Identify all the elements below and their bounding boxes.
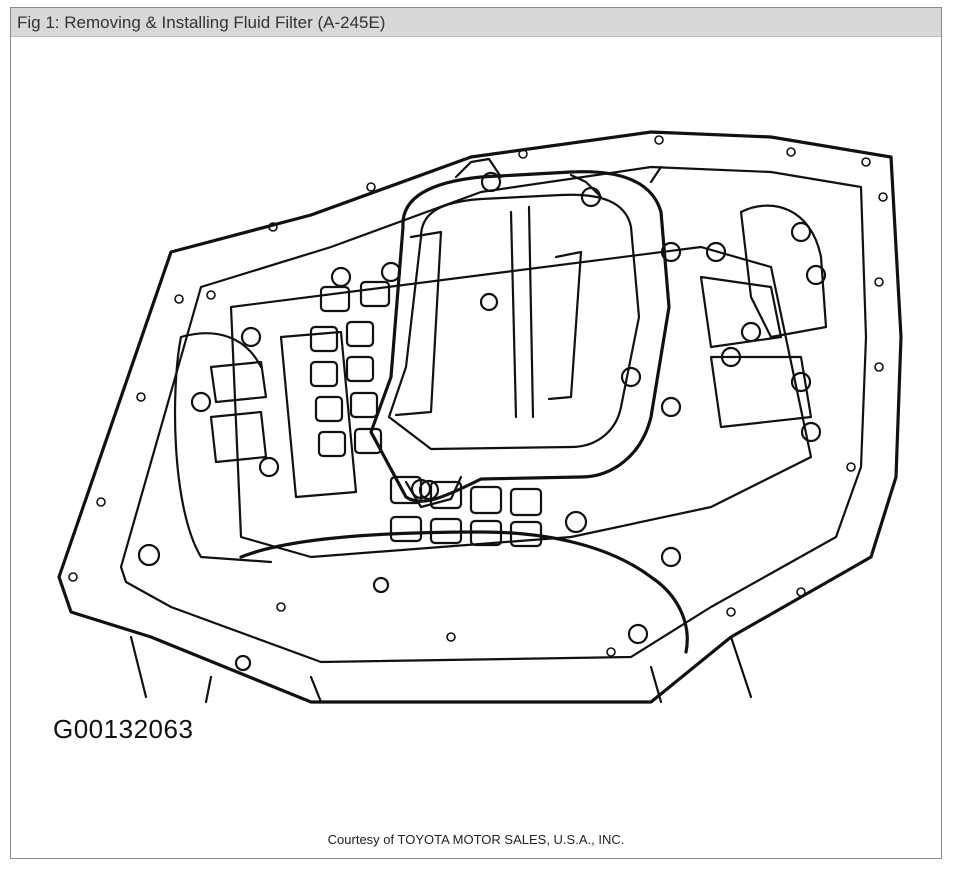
figure-title: Fig 1: Removing & Installing Fluid Filte… (17, 13, 386, 32)
title-bar: Fig 1: Removing & Installing Fluid Filte… (11, 8, 941, 37)
fluid-filter-diagram (57, 130, 903, 704)
valve-body (173, 204, 828, 564)
figure-code: G00132063 (53, 714, 194, 744)
valve-body-bolts (137, 171, 827, 672)
figure-window: Fig 1: Removing & Installing Fluid Filte… (10, 7, 942, 859)
oil-pan-inner-edge (119, 165, 868, 664)
wire-harness (239, 530, 689, 654)
flange-bolt-holes (68, 135, 888, 657)
pan-body (129, 635, 753, 704)
fluid-filter (369, 157, 671, 509)
figure-credit: Courtesy of TOYOTA MOTOR SALES, U.S.A., … (327, 832, 625, 847)
oil-pan-flange (57, 130, 903, 704)
wire-harness-branch (179, 332, 263, 369)
